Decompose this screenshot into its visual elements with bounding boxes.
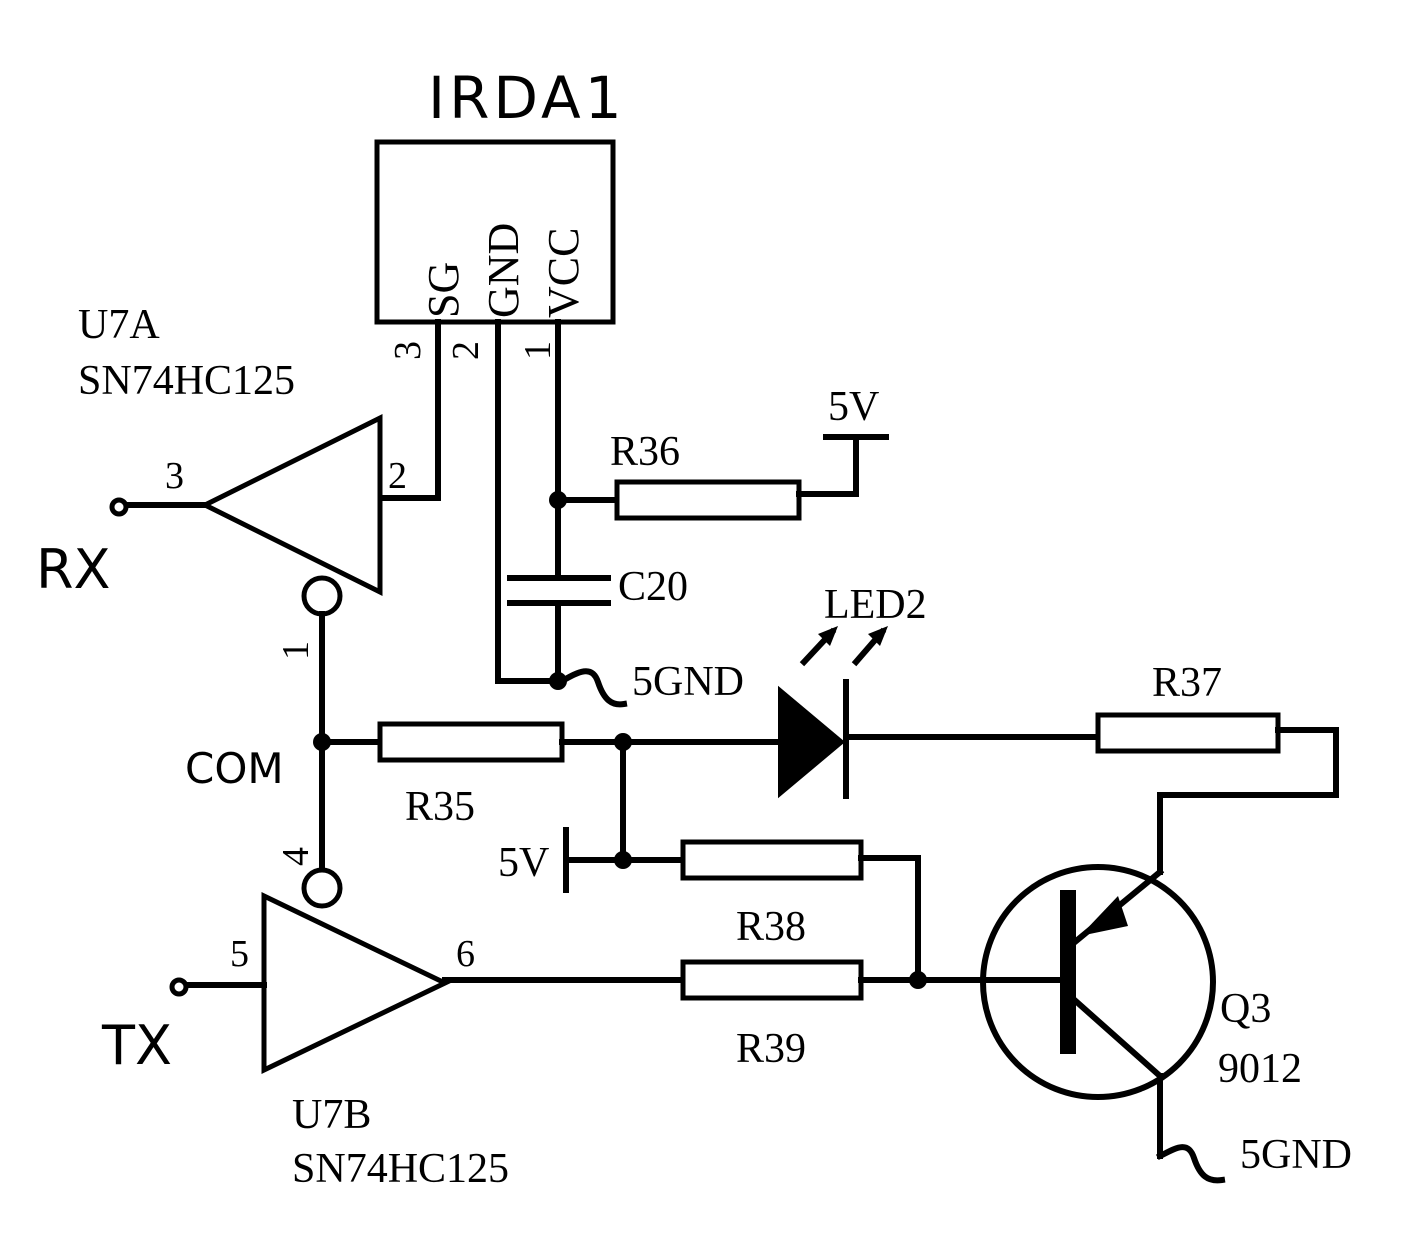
transistor-q3-body bbox=[980, 864, 1216, 1100]
wire-gnd-to-5gnd bbox=[495, 319, 565, 684]
irda-pin-number-3: 3 bbox=[387, 341, 429, 360]
wire-r38-to-base bbox=[858, 855, 921, 983]
buffer-u7a bbox=[199, 413, 383, 597]
irda-pin-name-sg: SG bbox=[419, 262, 468, 318]
u7a-pin-oe: 1 bbox=[275, 641, 317, 660]
q3-emitter-arrow bbox=[1080, 896, 1128, 936]
ground-5gnd-bottom-symbol bbox=[1155, 1144, 1226, 1184]
power-5v-mid-label: 5V bbox=[498, 840, 549, 886]
irda-pin-number-2: 2 bbox=[445, 341, 487, 360]
r35-label: R35 bbox=[405, 784, 475, 830]
tx-label: TX bbox=[101, 1014, 172, 1077]
irda-pin-number-1: 1 bbox=[517, 341, 559, 360]
junction-com bbox=[313, 733, 331, 751]
led2-arrowhead-1 bbox=[818, 626, 838, 646]
u7a-part: SN74HC125 bbox=[78, 358, 295, 404]
u7b-pin-oe: 4 bbox=[275, 847, 317, 866]
junction-5gnd-top bbox=[549, 672, 567, 690]
c20-label: C20 bbox=[618, 564, 688, 610]
resistor-r39 bbox=[680, 959, 864, 1001]
led2-label: LED2 bbox=[824, 582, 927, 628]
junction-q3-base bbox=[909, 971, 927, 989]
irda-ref: IRDA1 bbox=[428, 64, 626, 132]
u7b-ref: U7B bbox=[292, 1092, 371, 1138]
u7b-pin-out: 6 bbox=[456, 933, 475, 975]
buffer-u7b bbox=[261, 892, 451, 1074]
wire-r37-to-q3-emitter bbox=[1157, 727, 1339, 875]
led2-arrowhead-2 bbox=[868, 626, 888, 646]
junction-5v-mid bbox=[614, 851, 632, 869]
wire-sg-to-u7a-out bbox=[377, 319, 441, 501]
q3-part: 9012 bbox=[1218, 1046, 1302, 1092]
led2-triangle bbox=[778, 685, 846, 799]
irda-pin-name-vcc: VCC bbox=[539, 228, 588, 318]
ground-5gnd-bottom-label: 5GND bbox=[1240, 1132, 1352, 1178]
ground-5gnd-top-label: 5GND bbox=[632, 659, 744, 705]
u7b-part: SN74HC125 bbox=[292, 1146, 509, 1192]
irda-module-body bbox=[374, 139, 616, 325]
u7b-pin-in: 5 bbox=[230, 933, 249, 975]
resistor-r38 bbox=[680, 839, 864, 881]
resistor-r37 bbox=[1095, 712, 1281, 754]
rx-terminal bbox=[109, 497, 129, 517]
irda-pin-name-gnd: GND bbox=[479, 223, 528, 318]
r38-label: R38 bbox=[736, 904, 806, 950]
q3-collector-lead bbox=[1065, 991, 1165, 1081]
q3-ref: Q3 bbox=[1220, 986, 1271, 1032]
u7a-pin-out: 2 bbox=[388, 455, 407, 497]
junction-vcc-r36 bbox=[549, 491, 567, 509]
u7a-pin-in: 3 bbox=[165, 455, 184, 497]
rx-label: RX bbox=[36, 538, 111, 601]
u7a-enable-bubble bbox=[301, 575, 343, 617]
resistor-r35 bbox=[377, 721, 565, 763]
u7b-enable-bubble bbox=[301, 867, 343, 909]
resistor-r36 bbox=[614, 479, 802, 521]
power-5v-top-label: 5V bbox=[828, 384, 879, 430]
ground-5gnd-top-symbol bbox=[557, 668, 628, 708]
junction-r35-led bbox=[614, 733, 632, 751]
r36-label: R36 bbox=[610, 429, 680, 475]
u7a-ref: U7A bbox=[78, 302, 160, 348]
tx-terminal bbox=[169, 977, 189, 997]
r37-label: R37 bbox=[1152, 660, 1222, 706]
r39-label: R39 bbox=[736, 1026, 806, 1072]
wire-r36-to-5v bbox=[796, 434, 859, 497]
com-label: COM bbox=[185, 744, 284, 793]
